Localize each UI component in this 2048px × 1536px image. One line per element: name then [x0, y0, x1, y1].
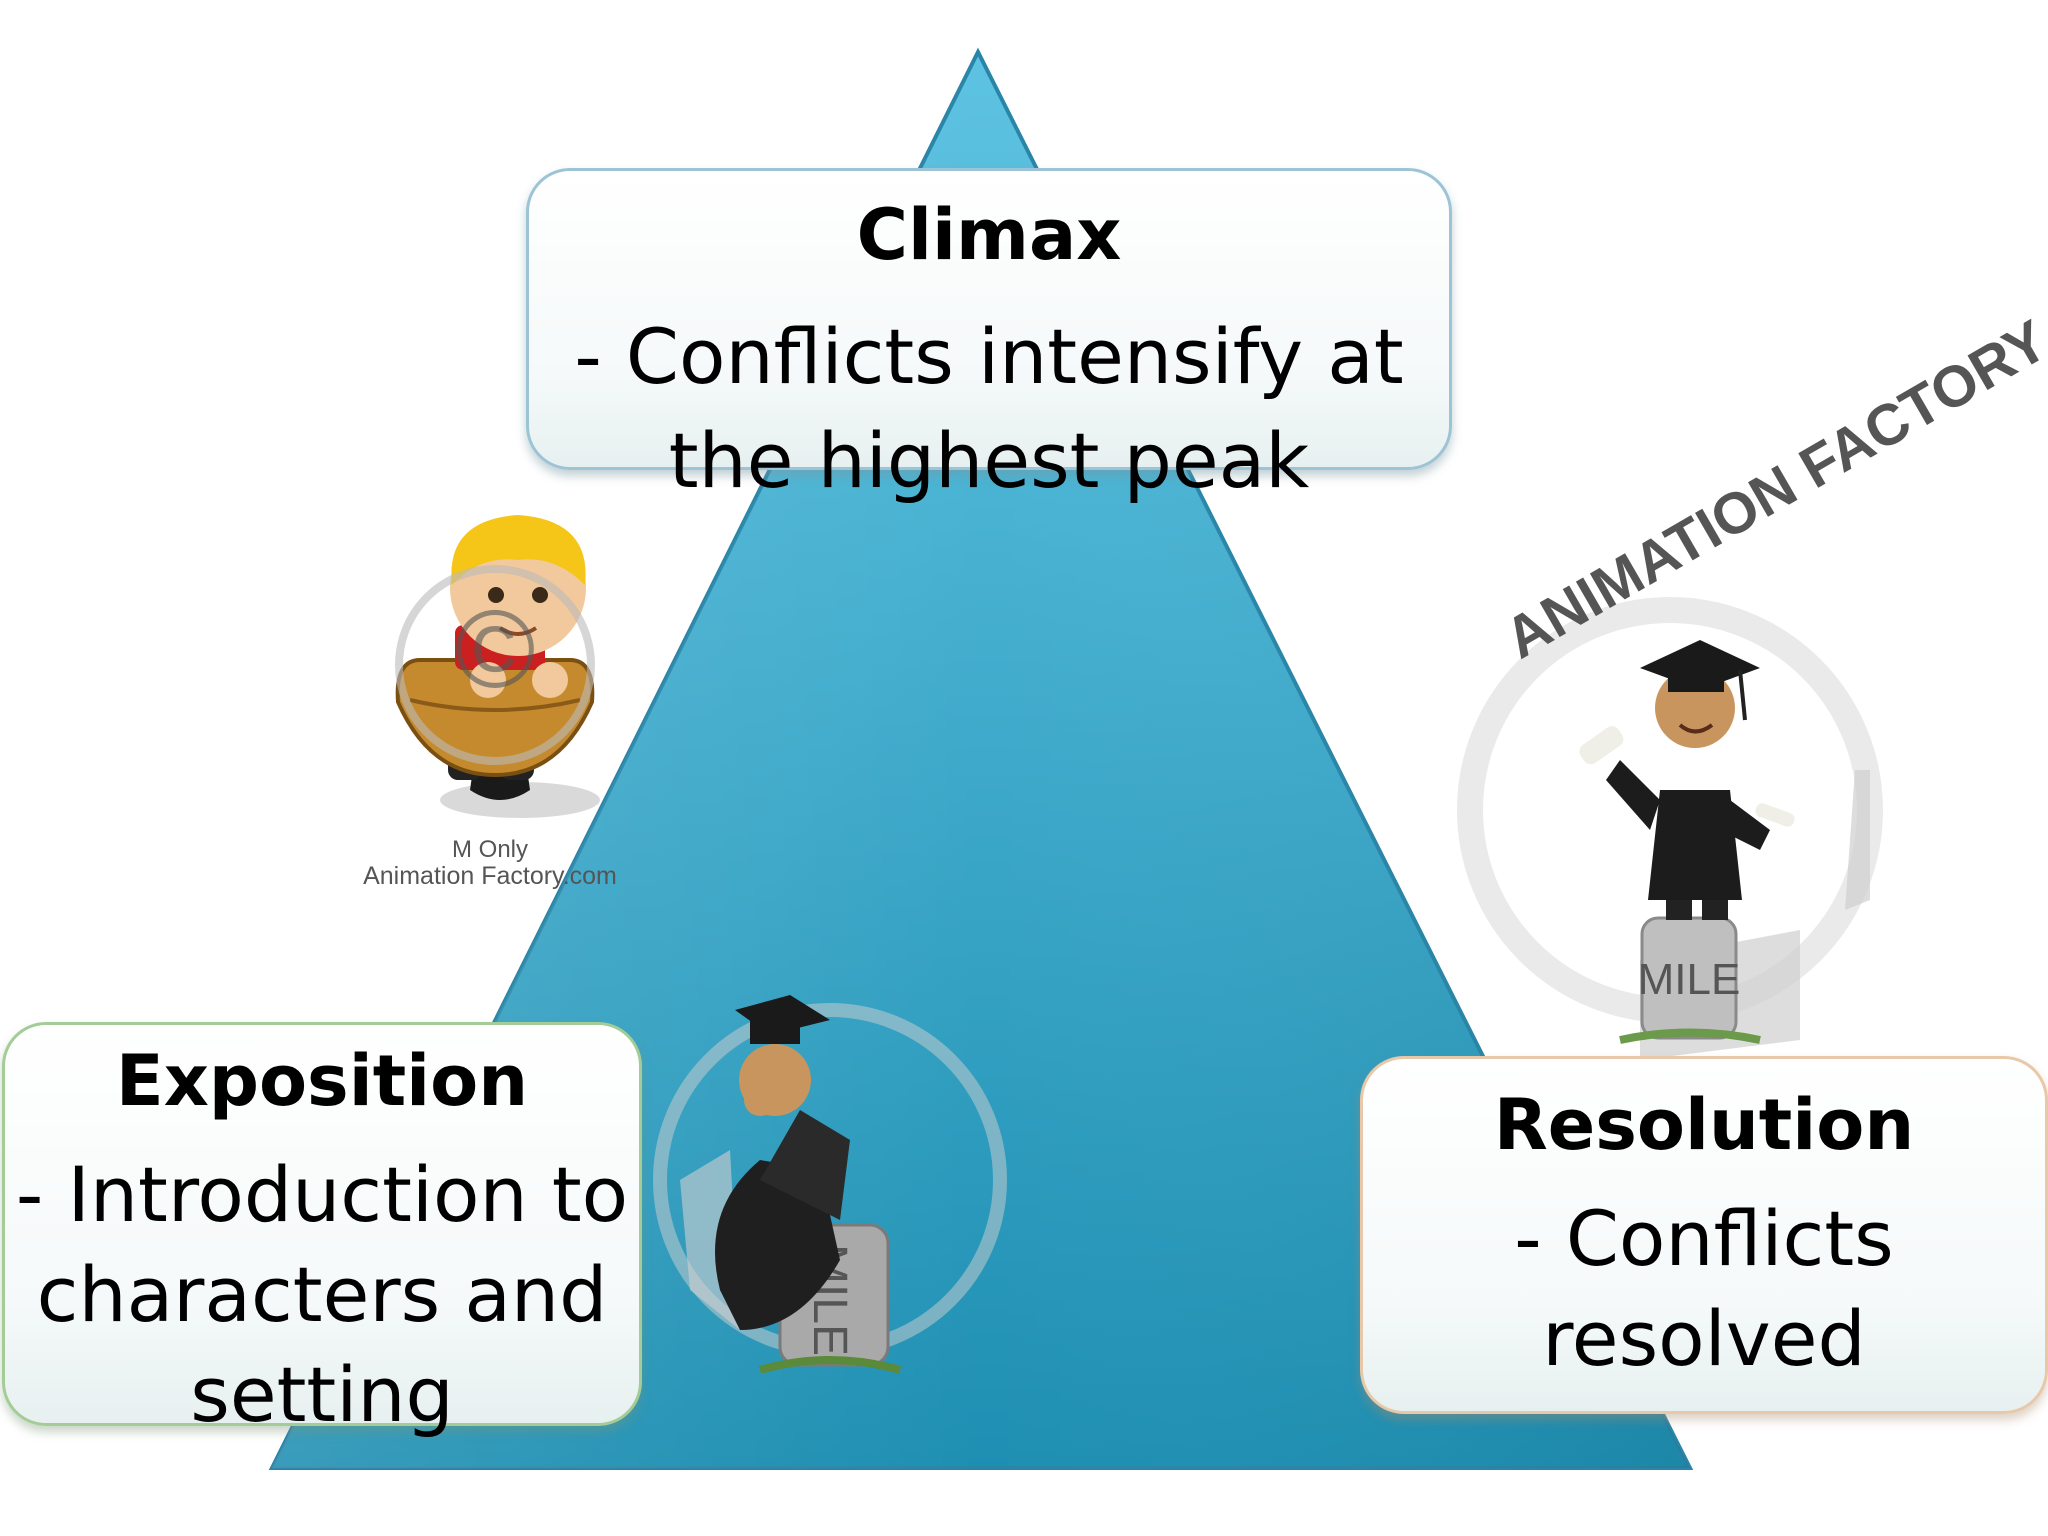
right-watermark-arc: ANIMATION FACTORY: [1494, 308, 2048, 671]
resolution-card: Resolution - Conflicts resolved: [1360, 1056, 2048, 1414]
climax-card: Climax - Conflicts intensify at the high…: [526, 168, 1452, 505]
left-watermark-line2: Animation Factory.com: [363, 862, 617, 890]
resolution-title: Resolution: [1493, 1084, 1915, 1166]
graduate-sitting-clipart: MILE: [653, 995, 1007, 1374]
climax-description: - Conflicts intensify at the highest pea…: [574, 312, 1404, 505]
exposition-description: - Introduction to characters and setting: [15, 1150, 629, 1439]
right-stone-text: MILE: [1638, 955, 1741, 1004]
svg-text:©: ©: [454, 588, 535, 711]
left-watermark-line1: M Only: [452, 836, 528, 863]
graduate-on-milestone-clipart: ANIMATION FACTORY MILE: [1457, 308, 2048, 1060]
climax-title: Climax: [856, 194, 1122, 276]
exposition-card: Exposition - Introduction to characters …: [2, 1022, 642, 1439]
exposition-title: Exposition: [115, 1040, 529, 1122]
boy-reading-clipart: © M Only Animation Factory.com: [363, 515, 617, 890]
resolution-description: - Conflicts resolved: [1514, 1194, 1894, 1383]
